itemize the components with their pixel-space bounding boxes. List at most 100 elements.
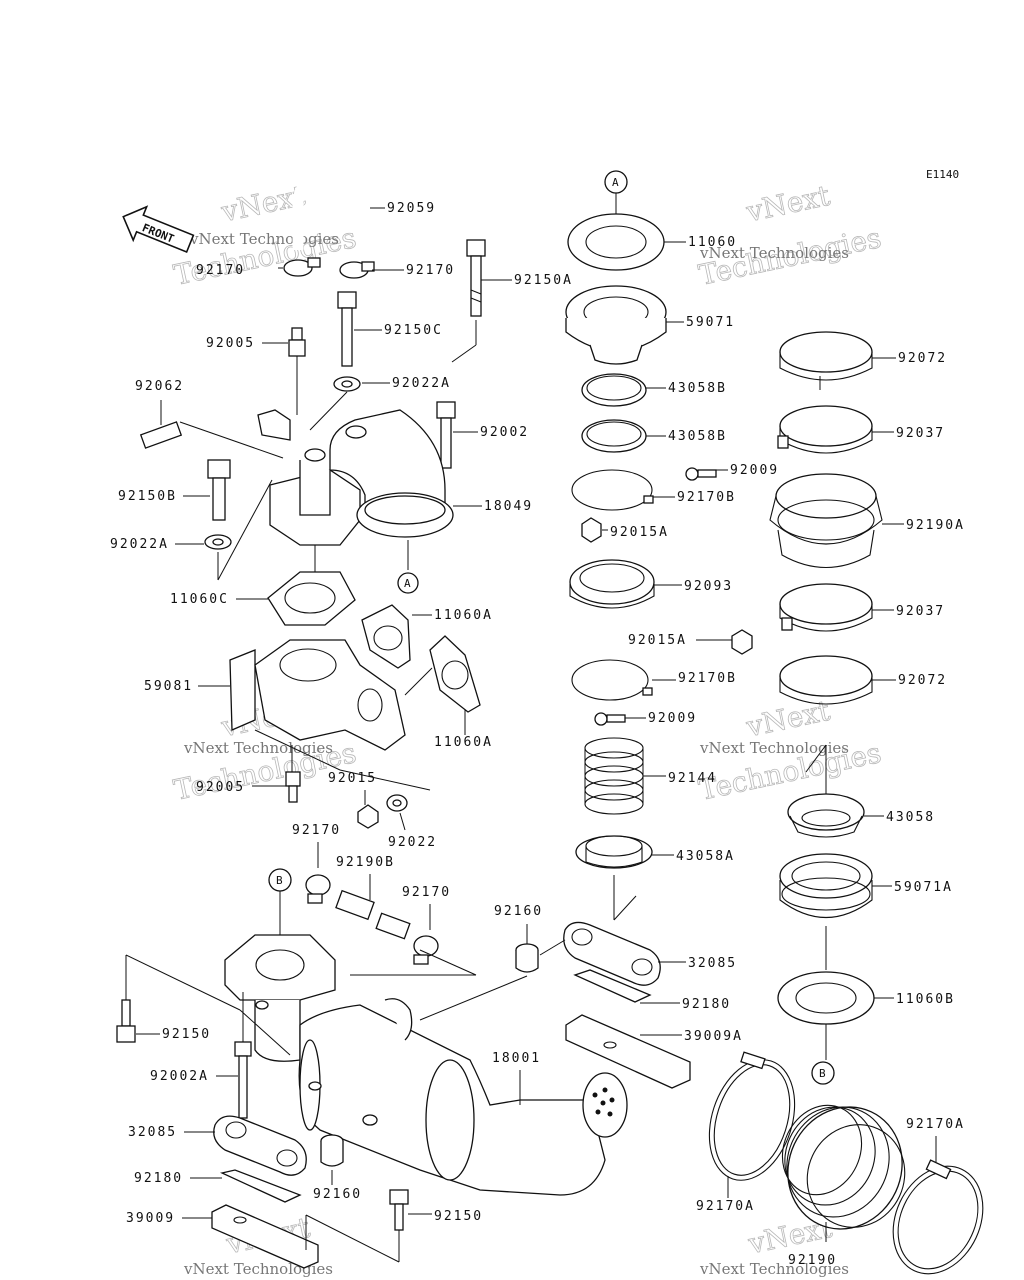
part-92015-nut [357,804,379,829]
part-92002A-bolt [234,1041,252,1119]
part-label: 92144 [668,771,717,786]
callout-label: A [612,176,619,189]
part-92180-shim [573,969,652,1003]
part-label: 92180 [682,997,731,1012]
part-label: 92062 [135,379,184,394]
part-label: 11060 [688,235,737,250]
part-92160-bushing [320,1134,344,1167]
part-18001-pipe [254,998,628,1196]
part-label: 92170A [906,1117,965,1132]
part-92037-clamp [779,583,873,632]
part-92150B-bolt [207,459,231,521]
part-label: 92170 [402,885,451,900]
part-92009-screw [685,467,717,481]
part-label: 92150A [514,273,573,288]
part-label: 32085 [128,1125,177,1140]
part-59071-housing [565,285,667,365]
watermark-text: vNext Technologies [189,230,339,248]
part-label: 11060A [434,608,493,623]
part-92005-fitting [285,771,301,803]
part-label: 11060B [896,992,955,1007]
part-exhaust-flange [224,934,336,1001]
part-92180-shim [219,1169,302,1203]
part-label: 92170 [292,823,341,838]
watermark-text: vNext [743,179,834,229]
part-label: 92170A [696,1199,755,1214]
part-43058A-collar [575,835,653,869]
diagram-code: E1140 [926,168,959,181]
part-92170A-clamp [892,1159,984,1275]
part-label: 43058B [668,429,727,444]
part-label: 18001 [492,1051,541,1066]
part-92144-spring [584,737,644,815]
part-label: 59081 [144,679,193,694]
part-label: 92015A [628,633,687,648]
part-92170B-clamp [571,659,653,701]
part-label: 92170B [678,671,737,686]
part-label: 43058A [676,849,735,864]
part-label: 92009 [730,463,779,478]
part-11060-gasket [567,213,665,271]
part-label: 18049 [484,499,533,514]
part-92093-seal [569,559,655,609]
part-label: 43058B [668,381,727,396]
part-label: 92170B [677,490,736,505]
part-label: 43058 [886,810,935,825]
part-92190B-hose [335,889,411,940]
part-11060A-gasket [429,635,481,713]
callout-label: B [819,1067,826,1080]
part-label: 92170 [406,263,455,278]
part-92002-bolt [436,401,456,469]
part-label: 32085 [688,956,737,971]
part-label: 39009A [684,1029,743,1044]
watermark-text: vNext Technologies [699,739,849,757]
part-label: 92180 [134,1171,183,1186]
part-label: 92005 [196,780,245,795]
part-32085-mount [213,1115,307,1176]
part-label: 92002A [150,1069,209,1084]
part-59081-manifold [229,639,406,751]
part-label: 92037 [896,426,945,441]
callout-A [397,572,419,594]
part-label: 92015A [610,525,669,540]
part-92072-band [779,655,873,705]
part-label: 92072 [898,351,947,366]
part-label: 11060A [434,735,493,750]
part-92150-bolt [116,999,136,1043]
part-label: 92005 [206,336,255,351]
part-92072-band [779,331,873,390]
part-39009-plate [211,1204,319,1269]
part-92170A-clamp [708,1051,796,1181]
part-92150-bolt [389,1189,409,1231]
part-label: 92009 [648,711,697,726]
part-label: 92150C [384,323,443,338]
watermark-text: vNext Technologies [183,739,333,757]
part-11060C-gasket [267,571,356,626]
part-92170-clamp [305,874,331,904]
part-label: 92150 [434,1209,483,1224]
part-label: 92022A [110,537,169,552]
watermark-text: vNext Technologies [699,244,849,262]
part-label: 92170 [196,263,245,278]
part-92037-clamp [777,405,873,454]
callout-B [811,1061,835,1085]
part-92005-fitting [288,327,306,415]
part-label: 11060C [170,592,229,607]
part-label: 92190A [906,518,965,533]
part-label: 92059 [387,201,436,216]
part-label: 59071 [686,315,735,330]
part-label: 92022A [392,376,451,391]
part-label: 92150 [162,1027,211,1042]
part-label: 39009 [126,1211,175,1226]
part-18049-elbow [257,409,454,546]
callout-label: B [276,874,283,887]
part-label: 92190 [788,1253,837,1268]
part-label: 92160 [494,904,543,919]
part-11060B-gasket [777,971,875,1025]
part-92170-clamp [413,935,439,965]
part-92059-hose [292,172,372,250]
part-32085-mount [563,921,661,986]
part-92190-boot [781,1104,906,1230]
part-92150A-bolt [466,239,486,317]
